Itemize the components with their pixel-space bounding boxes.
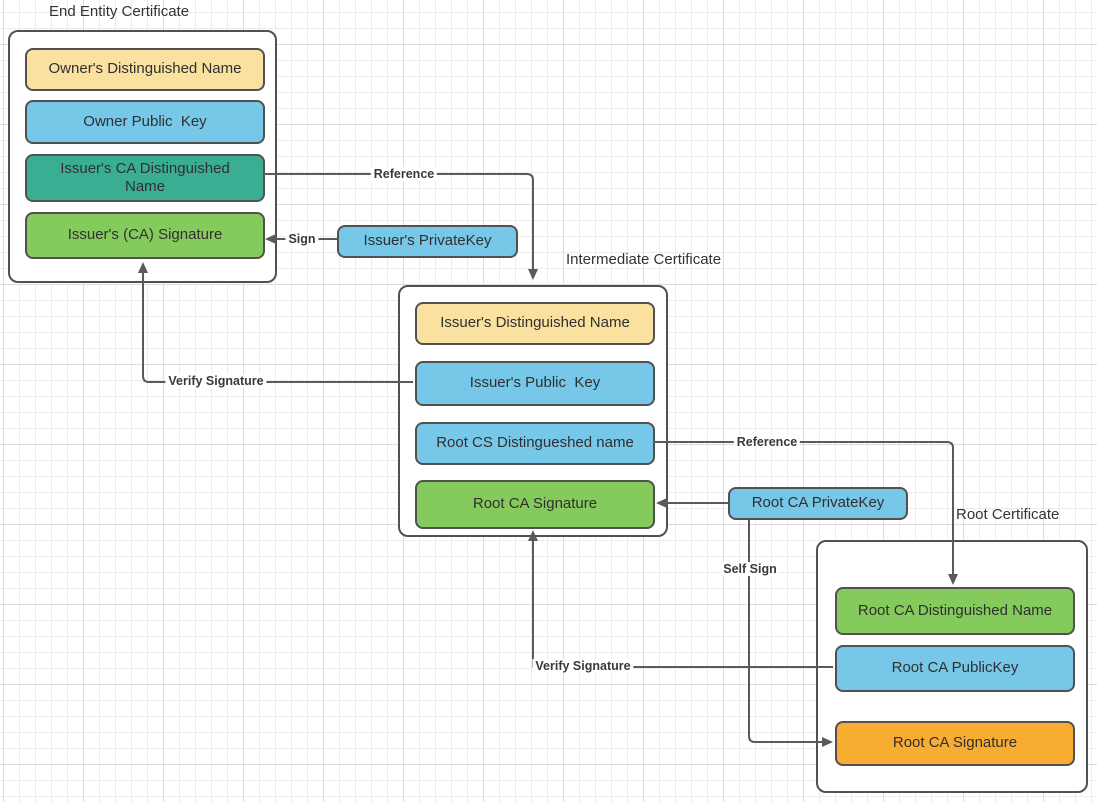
cert-field-issuer-ca-distinguished-name: Issuer's CA Distinguished Name xyxy=(25,154,265,202)
certificate-group-intermediate: Issuer's Distinguished Name Issuer's Pub… xyxy=(398,285,668,537)
cert-field-root-ca-public-key: Root CA PublicKey xyxy=(835,645,1075,692)
edge-label-self-sign: Self Sign xyxy=(720,562,780,576)
edge-label-verify-signature-1: Verify Signature xyxy=(165,374,267,388)
cert-field-issuer-public-key: Issuer's Public Key xyxy=(415,361,655,406)
cert-field-root-ca-distinguished-name: Root CA Distinguished Name xyxy=(835,587,1075,635)
edge-label-sign: Sign xyxy=(285,232,319,246)
cert-field-root-ca-signature-intermediate: Root CA Signature xyxy=(415,480,655,529)
cert-field-root-cs-distingueshed-name: Root CS Distingueshed name xyxy=(415,422,655,465)
cert-field-issuer-ca-signature: Issuer's (CA) Signature xyxy=(25,212,265,259)
edge-self-sign xyxy=(748,520,833,747)
edge-label-reference-2: Reference xyxy=(733,435,801,449)
cert-field-owner-public-key: Owner Public Key xyxy=(25,100,265,144)
group-title-intermediate: Intermediate Certificate xyxy=(566,251,722,268)
certificate-group-root: Root CA Distinguished Name Root CA Publi… xyxy=(816,540,1088,793)
node-root-ca-private-key: Root CA PrivateKey xyxy=(728,487,908,520)
edge-verify-signature-1 xyxy=(138,262,413,383)
group-title-end-entity: End Entity Certificate xyxy=(49,3,190,20)
edge-label-verify-signature-2: Verify Signature xyxy=(532,659,634,673)
cert-field-root-ca-signature: Root CA Signature xyxy=(835,721,1075,766)
edge-verify-signature-2 xyxy=(528,530,833,668)
cert-field-owner-distinguished-name: Owner's Distinguished Name xyxy=(25,48,265,91)
node-issuers-private-key: Issuer's PrivateKey xyxy=(337,225,518,258)
edge-label-reference-1: Reference xyxy=(370,167,438,181)
group-title-root: Root Certificate xyxy=(956,506,1060,523)
certificate-group-end-entity: Owner's Distinguished Name Owner Public … xyxy=(8,30,277,283)
cert-field-issuer-distinguished-name: Issuer's Distinguished Name xyxy=(415,302,655,345)
